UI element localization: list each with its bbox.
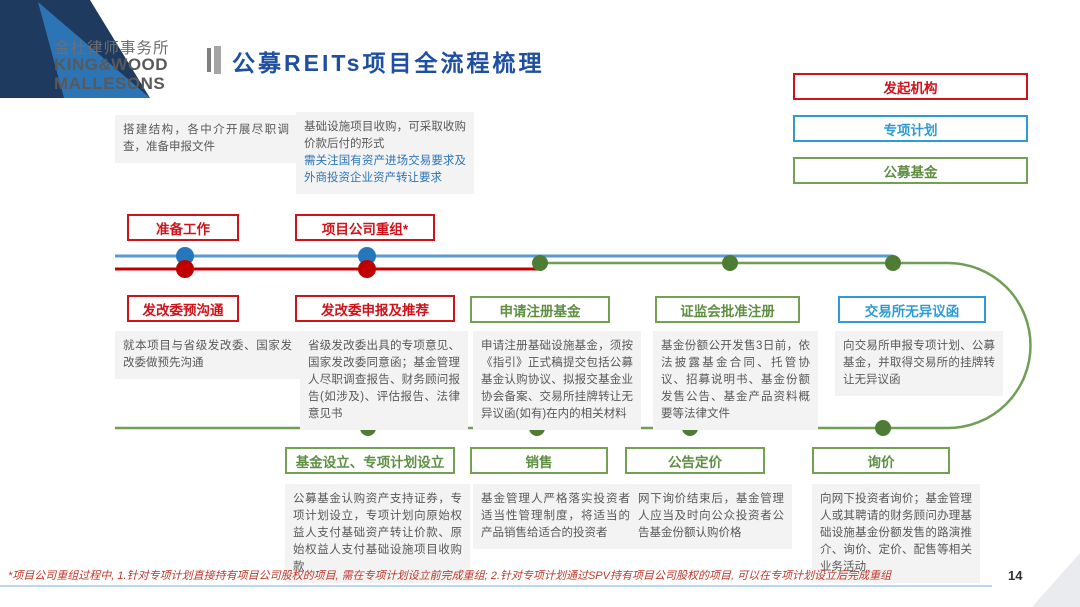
timeline-dot-red (358, 260, 376, 278)
timeline-dot-blue (176, 247, 194, 265)
note-csrc-approval: 基金份额公开发售3日前，依法披露基金合同、托管协议、招募说明书、基金份额发售公告… (653, 331, 818, 431)
note-fund-plan-establishment: 公募基金认购资产支持证券，专项计划设立，专项计划向原始权益人支付基础资产转让价款… (285, 484, 470, 584)
stage-fund-plan-establishment: 基金设立、专项计划设立 (285, 447, 455, 474)
title-accent-bar-icon (214, 46, 221, 74)
timeline-green-line (115, 261, 1032, 430)
stage-company-restructuring: 项目公司重组* (295, 214, 435, 241)
note-sales: 基金管理人严格落实投资者适当性管理制度，将适当的产品销售给适合的投资者 (473, 484, 638, 550)
timeline-dot-green (885, 255, 901, 271)
note-inquiry: 向网下投资者询价；基金管理人或其聘请的财务顾问办理基础设施基金份额发售的路演推介… (812, 484, 980, 584)
legend-special-plan: 专项计划 (793, 115, 1028, 142)
stage-exchange-no-objection: 交易所无异议函 (838, 296, 986, 323)
timeline-dot-green (722, 255, 738, 271)
note-restructuring-highlight: 需关注国有资产进场交易要求及外商投资企业资产转让要求 (304, 155, 466, 185)
title-accent-bar-icon (207, 48, 211, 72)
page-number: 14 (1008, 568, 1023, 583)
stage-preparation: 准备工作 (127, 214, 239, 241)
timeline-dot-green (532, 255, 548, 271)
stage-ndrc-precommunication: 发改委预沟通 (127, 295, 239, 322)
stage-price-announcement: 公告定价 (625, 447, 765, 474)
corner-gray-triangle (1032, 553, 1080, 607)
corner-bottom-graphic (1032, 553, 1080, 607)
note-price-announcement: 网下询价结束后，基金管理人应当及时向公众投资者公告基金份额认购价格 (630, 484, 792, 550)
note-exchange-no-objection: 向交易所申报专项计划、公募基金，并取得交易所的挂牌转让无异议函 (835, 331, 1003, 397)
stage-csrc-approval: 证监会批准注册 (655, 296, 800, 323)
footnote: *项目公司重组过程中, 1.针对专项计划直接持有项目公司股权的项目, 需在专项计… (8, 570, 892, 582)
logo-en-line1: KING&WOOD (54, 55, 169, 74)
stage-sales: 销售 (470, 447, 608, 474)
note-ndrc-precommunication: 就本项目与省级发改委、国家发改委做预先沟通 (115, 331, 300, 380)
note-restructuring: 基础设施项目收购，可采取收购价款后付的形式 需关注国有资产进场交易要求及外商投资… (296, 112, 474, 195)
corner-light-triangle (38, 2, 150, 98)
stage-inquiry: 询价 (812, 447, 950, 474)
page-title: 公募REITs项目全流程梳理 (232, 50, 545, 76)
note-ndrc-filing: 省级发改委出具的专项意见、国家发改委同意函；基金管理人尽职调查报告、财务顾问报告… (300, 331, 468, 431)
legend-sponsor: 发起机构 (793, 73, 1028, 100)
footer-rule (0, 585, 992, 587)
note-fund-registration: 申请注册基础设施基金，须按《指引》正式稿提交包括公募基金认购协议、拟报交基金业协… (473, 331, 641, 431)
logo-en-line2: MALLESONS (54, 74, 166, 93)
timeline-dot-blue (358, 247, 376, 265)
logo-cn: 金杜律师事务所 (54, 40, 170, 57)
note-restructuring-text: 基础设施项目收购，可采取收购价款后付的形式 (304, 121, 466, 151)
corner-brand-graphic (0, 0, 150, 98)
stage-ndrc-filing: 发改委申报及推荐 (295, 295, 455, 322)
note-preparation: 搭建结构，各中介开展尽职调查，准备申报文件 (115, 115, 297, 164)
legend-public-fund: 公募基金 (793, 157, 1028, 184)
stage-fund-registration-application: 申请注册基金 (470, 296, 610, 323)
timeline-dot-red (176, 260, 194, 278)
timeline-dot-green (875, 420, 891, 436)
